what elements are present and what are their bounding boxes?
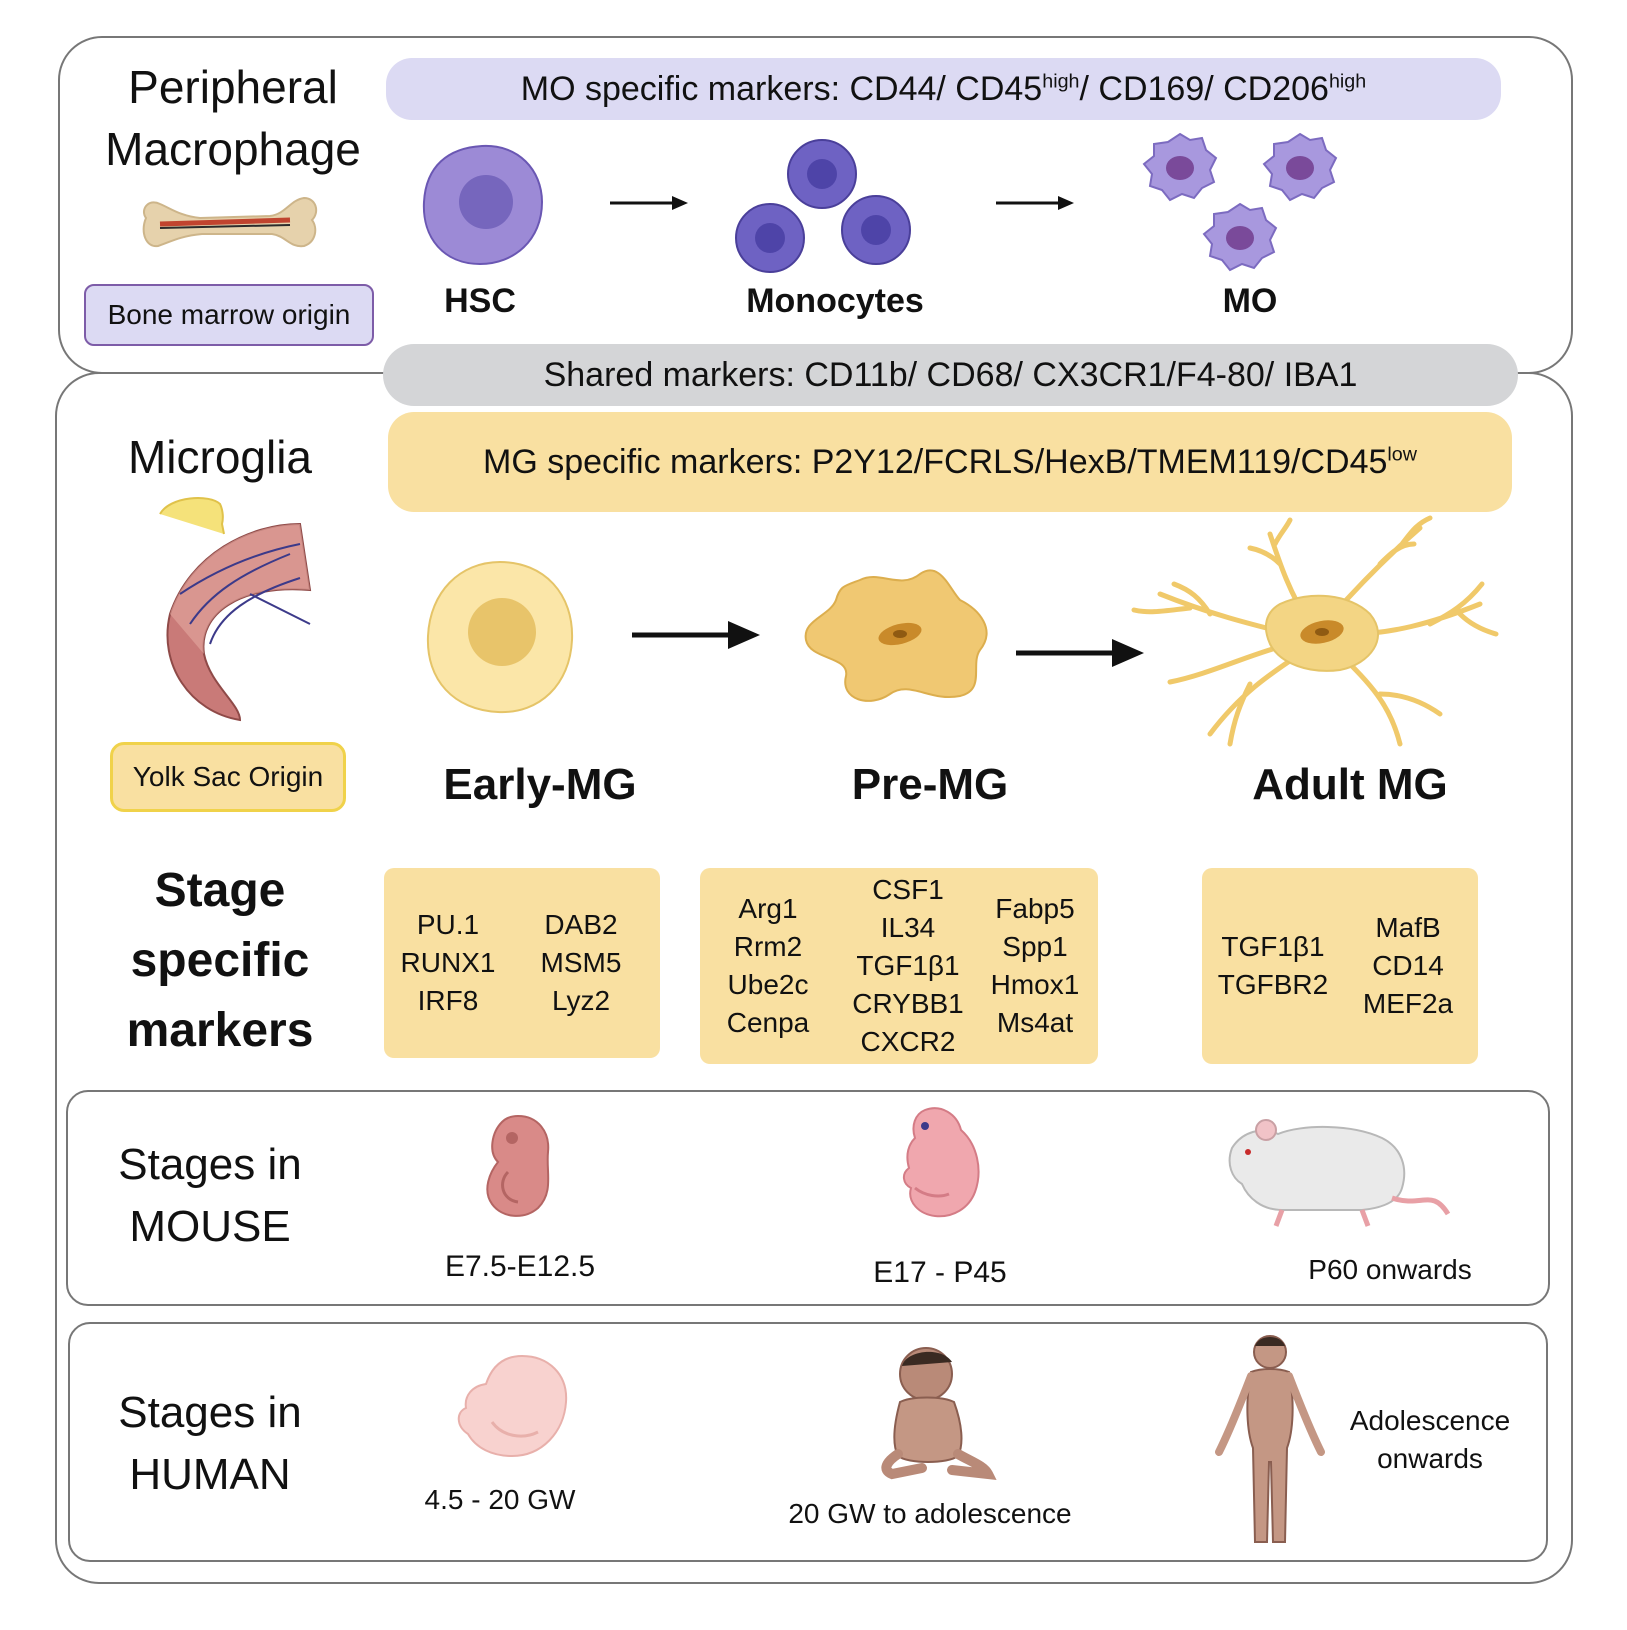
mouse-embryo-icon	[486, 1114, 550, 1217]
shared-markers-pill: Shared markers: CD11b/ CD68/ CX3CR1/F4-8…	[383, 344, 1518, 406]
mo-label: MO	[1222, 282, 1278, 320]
yolk-sac-origin-box: Yolk Sac Origin	[110, 742, 346, 812]
mouse-stage-3: P60 onwards	[1308, 1254, 1472, 1285]
yolk-sac-icon	[159, 497, 312, 722]
mouse-pup-icon	[903, 1107, 980, 1218]
hsc-label: HSC	[444, 282, 516, 320]
bone-icon	[142, 196, 318, 248]
mo-macrophages-icon	[1142, 132, 1338, 272]
pre-markers-box	[700, 868, 1098, 1064]
monocytes-icon	[735, 139, 911, 273]
monocytes-label: Monocytes	[746, 282, 924, 320]
pre-mg-label: Pre-MG	[851, 760, 1009, 809]
human-adult-icon	[1215, 1335, 1325, 1543]
microglia-title: Microglia	[127, 431, 313, 483]
adult-mg-cell-icon	[1131, 515, 1499, 747]
human-stage-1: 4.5 - 20 GW	[424, 1484, 576, 1515]
human-title: Stages in HUMAN	[118, 1388, 302, 1499]
early-markers-box	[384, 868, 660, 1058]
hsc-cell-icon	[422, 144, 544, 266]
mouse-stage-2: E17 - P45	[873, 1256, 1007, 1289]
mouse-stage-1: E7.5-E12.5	[444, 1250, 596, 1283]
mo-markers-pill: MO specific markers: CD44/ CD45high/ CD1…	[386, 58, 1501, 120]
mg-markers-pill: MG specific markers: P2Y12/FCRLS/HexB/TM…	[388, 412, 1512, 512]
mouse-title: Stages in MOUSE	[118, 1140, 302, 1251]
adult-mg-label: Adult MG	[1252, 760, 1448, 809]
human-baby-icon	[881, 1347, 997, 1480]
bone-marrow-origin-box: Bone marrow origin	[84, 284, 374, 346]
human-stage-2: 20 GW to adolescence	[788, 1498, 1072, 1529]
early-mg-label: Early-MG	[443, 760, 637, 809]
human-stages-panel	[68, 1322, 1548, 1562]
adult-markers-box	[1202, 868, 1478, 1064]
pre-mg-cell-icon	[804, 569, 988, 702]
arrow-early-to-pre	[632, 621, 760, 649]
yolk-sac-origin-label: Yolk Sac Origin	[132, 761, 324, 792]
adult-mouse-icon	[1228, 1119, 1451, 1227]
mg-markers-text: MG specific markers: P2Y12/FCRLS/HexB/TM…	[483, 442, 1417, 481]
mo-markers-text: MO specific markers: CD44/ CD45high/ CD1…	[520, 69, 1367, 108]
human-stage-3: Adolescence onwards	[1349, 1405, 1511, 1474]
stage-specific-markers-title: Stage specific markers	[126, 864, 314, 1057]
peripheral-title: Peripheral Macrophage	[105, 61, 361, 175]
bone-marrow-origin-label: Bone marrow origin	[107, 299, 351, 330]
early-mg-cell-icon	[426, 560, 574, 714]
arrow-monocytes-to-mo	[996, 196, 1074, 210]
human-fetus-icon	[457, 1354, 568, 1458]
shared-markers-text: Shared markers: CD11b/ CD68/ CX3CR1/F4-8…	[543, 355, 1358, 394]
arrow-hsc-to-monocytes	[610, 196, 688, 210]
arrow-pre-to-adult	[1016, 639, 1144, 667]
